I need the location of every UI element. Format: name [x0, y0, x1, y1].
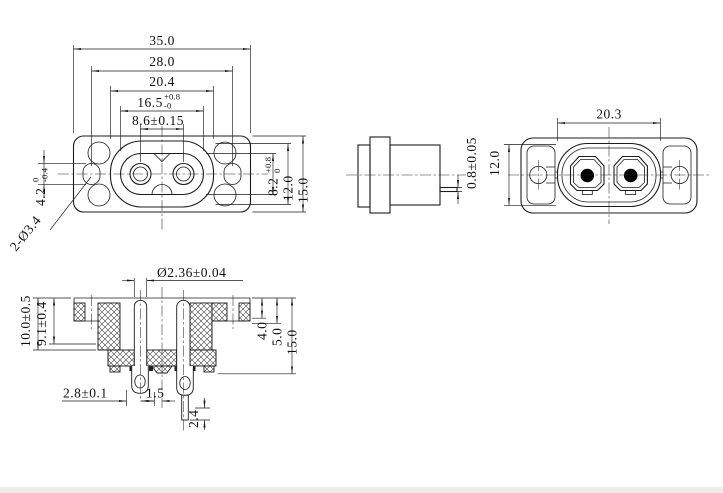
dim-label: 15.0	[296, 177, 311, 203]
front-socket-right-tab	[625, 190, 637, 195]
dim-label: 0.8±0.05	[464, 137, 479, 189]
dim-label: 15.0	[285, 329, 300, 355]
dim-label: 16.5	[137, 95, 163, 110]
dim-label: 12.0	[281, 175, 296, 201]
dim-label: 9.1±0.4	[34, 301, 49, 346]
dim-section-height-total: 10.0±0.5	[18, 295, 96, 351]
leader-rear-mounting-holes: 2-Ø3.4	[7, 176, 92, 254]
dim-tolerance-upper: 0	[31, 178, 41, 182]
section-wall-right-hatch	[189, 302, 213, 351]
dim-rear-cavity-height: 8.2 +0.8 0	[206, 153, 282, 196]
dim-section-height-inner: 9.1±0.4	[34, 297, 96, 346]
front-socket-left	[569, 155, 605, 195]
section-terminal-right	[176, 366, 194, 396]
dim-front-shroud-width: 20.3	[557, 107, 661, 141]
section-terminal-left	[131, 366, 149, 394]
dim-label: 1.5	[146, 386, 164, 401]
section-foot-left	[109, 365, 121, 373]
dim-section-right-5: 5.0	[252, 297, 285, 346]
side-step	[357, 144, 371, 208]
front-contact-pin-left	[580, 168, 595, 183]
section-wall-left-hatch	[97, 302, 121, 351]
dim-rear-pin-pitch: 8.6±0.15	[132, 113, 184, 162]
dim-label: 8.2	[266, 178, 281, 196]
dim-rear-overall-height: 15.0	[252, 135, 311, 213]
dim-label: 12.0	[487, 150, 502, 176]
dim-label: 35.0	[149, 33, 175, 48]
dim-rear-cavity-width: 16.5 +0.8 -0	[120, 92, 204, 151]
front-connecting-ribs	[555, 171, 663, 179]
rear-cavity-top-notch	[153, 153, 171, 163]
dim-label: 20.4	[149, 74, 175, 89]
dim-label: 4.0	[255, 322, 270, 340]
section-seal	[149, 366, 153, 371]
dim-front-shroud-height: 12.0	[487, 144, 556, 206]
front-socket-left-tab	[581, 190, 593, 195]
dim-rear-overall-width: 35.0	[73, 33, 251, 133]
dim-rear-body-height: 12.0	[215, 143, 296, 205]
dim-section-bottom-15: 1.5	[141, 386, 175, 406]
dim-section-right-15: 15.0	[218, 297, 300, 375]
rear-corner-hole	[213, 141, 237, 165]
dim-tolerance-lower: -0.4	[40, 167, 50, 182]
dim-section-right-4: 4.0	[252, 297, 296, 340]
dim-section-tail-24: 2.4	[186, 398, 210, 430]
dim-tolerance-lower: -0	[164, 101, 171, 111]
dim-label: 28.0	[149, 54, 175, 69]
dim-label: 5.0	[270, 328, 285, 346]
front-left-bracket-slot	[546, 166, 555, 184]
dim-section-bottom-28: 2.8±0.1	[62, 386, 154, 406]
dim-section-pin-diameter: Ø2.36±0.04	[122, 265, 243, 297]
front-right-bracket-slot	[663, 166, 672, 184]
rear-corner-hole	[213, 183, 237, 207]
section-view: Ø2.36±0.04 10.0±0.5 9.1±0.4 4.0	[18, 265, 300, 432]
section-foot-right	[203, 365, 215, 373]
dim-label: 8.6±0.15	[132, 113, 184, 128]
dim-tolerance-upper: +0.8	[164, 92, 180, 102]
rear-corner-hole	[87, 183, 111, 207]
dim-label: 2.8±0.1	[63, 386, 108, 401]
leader-label: 2-Ø3.4	[7, 213, 44, 254]
dim-label: 2.4	[186, 410, 201, 428]
section-terminal-right-hole	[179, 376, 191, 390]
front-contact-pin-right	[623, 168, 638, 183]
dim-rear-body-width: 20.4	[110, 74, 214, 139]
section-flange-hatch	[73, 302, 86, 322]
dim-rear-hole-spacing: 28.0	[91, 54, 233, 166]
page-bottom-strip	[0, 487, 723, 493]
front-view: 20.3 12.0	[487, 107, 710, 224]
section-terminal-tail	[181, 394, 189, 421]
section-flange-hatch	[238, 302, 251, 322]
front-socket-right	[613, 155, 648, 195]
section-flange-hatch	[211, 302, 228, 322]
side-view: 0.8±0.05	[346, 136, 479, 214]
dim-label: Ø2.36±0.04	[157, 265, 226, 280]
dim-label: 10.0±0.5	[18, 295, 33, 347]
dim-side-terminal-thickness: 0.8±0.05	[446, 137, 479, 204]
front-hole-centerlines	[538, 160, 680, 190]
side-terminal	[439, 186, 458, 193]
dim-label: 20.3	[596, 107, 622, 122]
dim-rear-slot-height: 4.2 0 -0.4	[31, 150, 86, 206]
section-terminal-left-hole	[134, 374, 146, 389]
dim-tolerance-lower: 0	[272, 169, 282, 173]
dim-tolerance-upper: +0.8	[263, 157, 273, 173]
dim-label: 4.2	[33, 188, 48, 206]
rear-view: 35.0 28.0 20.4 16.5 +0.8 -0 8.6±0.15	[7, 33, 311, 254]
rear-corner-hole	[87, 141, 111, 165]
